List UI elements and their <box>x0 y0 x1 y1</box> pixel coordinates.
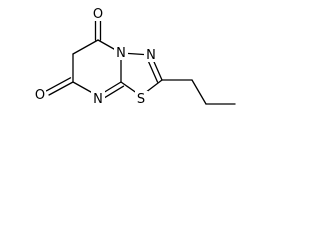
atom-labels: O O N N N S <box>33 6 158 107</box>
atom-n-ring-junction-bg <box>114 45 128 60</box>
atom-o-bottom: O <box>33 87 46 103</box>
bond-c5-c6 <box>72 39 99 55</box>
atom-o-bottom-bg <box>33 87 46 102</box>
atom-n-thiadiazole: N <box>144 47 158 63</box>
atom-n-pyrimidine-label: N <box>93 92 103 107</box>
atom-s-thiadiazole-bg <box>135 91 148 106</box>
atom-n-ring-junction: N <box>114 45 128 61</box>
bond-propyl-c1-c2 <box>191 79 207 105</box>
atom-n-thiadiazole-bg <box>144 47 158 62</box>
bond-c7-o-bottom-a <box>48 81 74 96</box>
atom-s-thiadiazole: S <box>135 91 148 107</box>
atom-o-top-bg <box>92 6 105 21</box>
atom-s-thiadiazole-label: S <box>137 92 145 107</box>
molecule-structure-diagram: O O N N N S <box>33 6 236 107</box>
atom-n-thiadiazole-label: N <box>146 48 156 63</box>
atom-n-ring-junction-label: N <box>116 46 126 61</box>
atom-o-bottom-label: O <box>35 88 45 103</box>
atom-n-pyrimidine-bg <box>91 91 105 106</box>
atom-o-top: O <box>92 6 105 22</box>
atom-o-top-label: O <box>93 7 103 22</box>
bond-c7-o-bottom-b <box>45 77 72 92</box>
atom-n-pyrimidine: N <box>91 91 105 107</box>
